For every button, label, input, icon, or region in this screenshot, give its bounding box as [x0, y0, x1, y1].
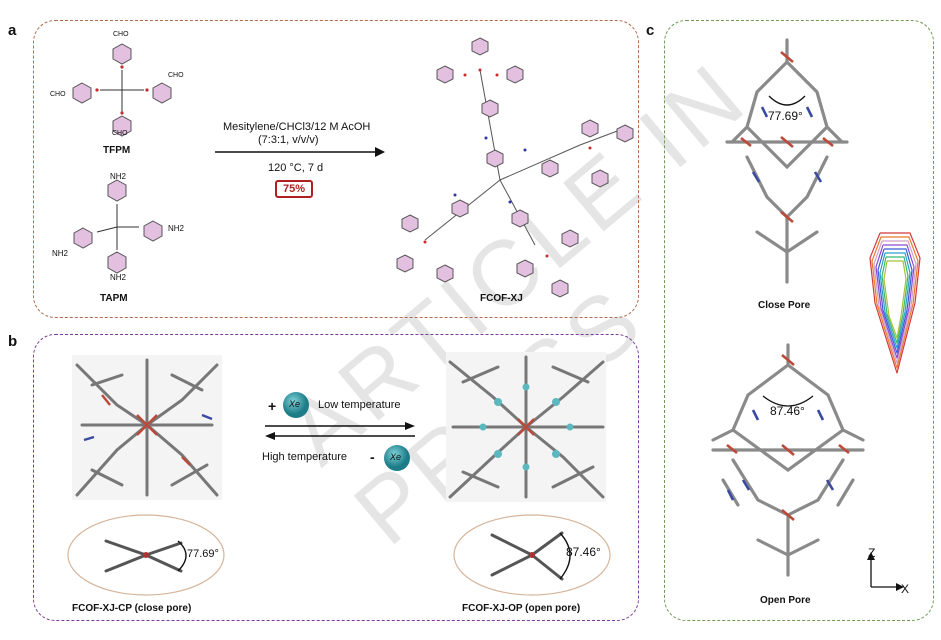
axis-x-label: X: [901, 582, 910, 596]
nh2-label: NH2: [110, 273, 127, 282]
cho-label: CHO: [112, 130, 128, 137]
close-pore-framework: [725, 38, 849, 284]
cho-label: CHO: [168, 72, 184, 79]
nh2-label: NH2: [110, 172, 127, 181]
tfpm-structure: [72, 43, 172, 137]
open-pore-label-c: Open Pore: [760, 595, 811, 606]
close-pore-angle-c: 77.69°: [768, 109, 803, 123]
panel-label-a: a: [8, 22, 17, 39]
tapm-structure: [73, 179, 163, 274]
axis-z-label: Z: [868, 546, 876, 560]
open-pore-label: FCOF-XJ-OP (open pore): [462, 603, 581, 614]
reaction-arrow: [215, 147, 385, 157]
panel-b-box: [33, 334, 639, 621]
plus-sign: +: [268, 398, 277, 414]
cho-label: CHO: [50, 91, 66, 98]
equilibrium-arrows: [265, 422, 415, 440]
solvent-line-2: (7:3:1, v/v/v): [258, 134, 319, 146]
open-pore-angle-c: 87.46°: [770, 404, 805, 418]
fcof-xj-label: FCOF-XJ: [480, 293, 523, 304]
panel-a-box: [33, 20, 639, 318]
xe-label: Xe: [289, 399, 301, 409]
conditions-text: 120 °C, 7 d: [268, 162, 324, 174]
cho-label: CHO: [113, 31, 129, 38]
yield-badge: 75%: [275, 180, 314, 198]
open-pore-crystal: [446, 352, 606, 502]
open-pore-angle: 87.46°: [566, 545, 601, 559]
breathing-overlay: [869, 232, 921, 374]
solvent-line-1: Mesitylene/CHCl3/12 M AcOH: [223, 121, 371, 133]
panel-c-box: [664, 20, 934, 621]
fcof-xj-structure: [396, 37, 634, 298]
close-pore-angle: 77.69°: [187, 548, 219, 560]
close-pore-crystal: [72, 355, 222, 500]
open-pore-inset: [453, 514, 611, 596]
forward-condition: Low temperature: [318, 399, 401, 411]
nh2-label: NH2: [52, 249, 69, 258]
panel-label-c: c: [646, 22, 655, 39]
tfpm-label: TFPM: [103, 145, 131, 156]
reverse-condition: High temperature: [262, 451, 347, 463]
panel-label-b: b: [8, 333, 18, 350]
xe-atom-reverse: [384, 445, 410, 471]
minus-sign: -: [370, 449, 375, 465]
axis-indicator: [867, 552, 904, 591]
nh2-label: NH2: [168, 224, 185, 233]
xe-label: Xe: [390, 452, 402, 462]
close-pore-inset: [67, 514, 225, 596]
open-pore-framework: [711, 343, 865, 577]
close-pore-label: FCOF-XJ-CP (close pore): [72, 603, 192, 614]
tapm-label: TAPM: [100, 293, 128, 304]
close-pore-label-c: Close Pore: [758, 300, 811, 311]
xe-atom-forward: [283, 392, 309, 418]
